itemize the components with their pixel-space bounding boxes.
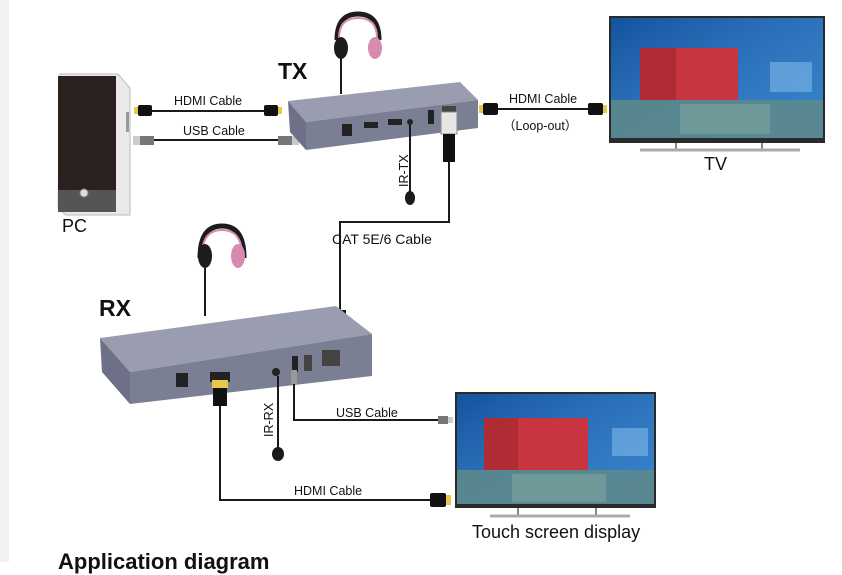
rx-label: RX — [99, 295, 131, 321]
pc-tx-usb-cable-label: USB Cable — [183, 124, 245, 138]
tv-display — [609, 16, 825, 152]
pc-tower — [57, 73, 131, 216]
cable-rx-display-usb — [291, 370, 453, 424]
touch-screen-display-label: Touch screen display — [472, 522, 641, 542]
rx-display-usb-cable-label: USB Cable — [336, 406, 398, 420]
tv-label: TV — [704, 154, 728, 174]
page-left-margin — [0, 0, 9, 562]
cable-rx-display-hdmi — [212, 380, 451, 507]
connection-diagram — [57, 11, 825, 518]
rx-device — [100, 306, 372, 404]
pc-label: PC — [62, 216, 88, 236]
cat-cable-label: CAT 5E/6 Cable — [332, 231, 432, 247]
tx-device — [288, 82, 478, 150]
ir-rx-label: IR-RX — [262, 402, 276, 437]
cable-pc-tx-usb — [133, 136, 299, 145]
touch-screen-display — [455, 392, 656, 518]
cable-tx-tv-hdmi — [479, 103, 607, 115]
tx-tv-hdmi-cable-label: HDMI Cable — [509, 92, 578, 106]
ir-tx-sensor — [405, 125, 415, 205]
rx-headphones — [197, 223, 247, 316]
tx-headphones — [334, 11, 382, 94]
ir-rx-sensor — [272, 376, 284, 461]
pc-tx-hdmi-cable-label: HDMI Cable — [174, 94, 243, 108]
application-diagram-heading: Application diagram — [58, 549, 270, 574]
loop-out-label: （Loop-out） — [503, 119, 578, 133]
ir-tx-label: IR-TX — [397, 154, 411, 187]
cable-pc-tx-hdmi — [134, 105, 282, 116]
tx-label: TX — [278, 58, 308, 84]
rx-display-hdmi-cable-label: HDMI Cable — [294, 484, 363, 498]
